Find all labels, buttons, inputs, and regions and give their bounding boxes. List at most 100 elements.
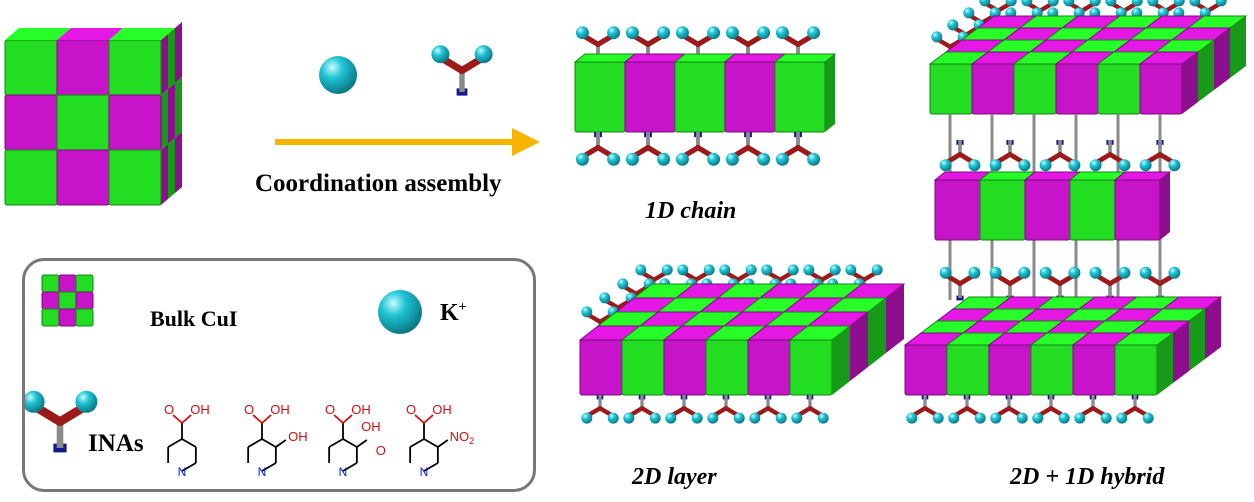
carboxyl-arm bbox=[964, 406, 981, 417]
carboxyl-arm bbox=[979, 14, 996, 25]
ina-linker bbox=[911, 395, 939, 417]
k-ion-sphere bbox=[575, 152, 589, 166]
cui-cube-face bbox=[674, 61, 726, 133]
nitrogen-atom: N bbox=[178, 465, 187, 479]
k-ion-sphere bbox=[1032, 412, 1044, 424]
ina-linker-reagent bbox=[440, 55, 484, 96]
ina-linker bbox=[682, 132, 714, 158]
k-ion-sphere bbox=[623, 412, 635, 424]
cui-cube-face bbox=[774, 61, 826, 133]
k-ion-sphere bbox=[1005, 0, 1017, 7]
ina-linker bbox=[995, 140, 1025, 165]
k-ion-sphere bbox=[979, 0, 991, 7]
carboxyl-arm bbox=[597, 313, 614, 324]
bond bbox=[181, 414, 192, 424]
carboxyl-arm bbox=[1037, 1, 1054, 14]
ring-bond bbox=[409, 438, 425, 448]
k-ion-sphere bbox=[963, 7, 975, 19]
carboxyl-arm bbox=[1107, 151, 1125, 165]
carboxyl-arm bbox=[1048, 406, 1065, 417]
bulk-cui-cube-face bbox=[56, 94, 110, 151]
k-ion-sphere bbox=[1047, 0, 1059, 7]
hydroxyl-group: OH bbox=[432, 402, 452, 417]
k-ion-sphere bbox=[625, 152, 639, 166]
cui-cube-face bbox=[971, 63, 1015, 115]
ina-linker bbox=[1095, 140, 1125, 165]
k-ion-sphere bbox=[775, 412, 787, 424]
k-ion-sphere bbox=[474, 45, 493, 64]
carboxyl-arm bbox=[1057, 273, 1075, 287]
k-ion-sphere bbox=[649, 412, 661, 424]
ring-bond bbox=[423, 438, 439, 448]
k-ion-sphere bbox=[725, 26, 739, 40]
k-ion-sphere bbox=[581, 306, 593, 318]
k-ion-sphere bbox=[1018, 159, 1031, 172]
carboxyl-arm bbox=[1057, 151, 1075, 165]
cube-side-face bbox=[1182, 52, 1198, 114]
carboxyl-arm bbox=[615, 299, 632, 310]
k-ion-sphere bbox=[1168, 266, 1181, 279]
k-ion-sphere bbox=[989, 266, 1002, 279]
k-ion-sphere bbox=[906, 412, 918, 424]
cui-cube-face bbox=[624, 61, 676, 133]
carboxyl-arm bbox=[795, 33, 814, 48]
nitro-group: NO2 bbox=[450, 429, 475, 446]
k-ion-sphere bbox=[1118, 266, 1131, 279]
k-ion-sphere bbox=[1189, 0, 1201, 7]
k-ion-sphere bbox=[1147, 0, 1159, 7]
ina-linker bbox=[628, 395, 656, 417]
ina-molecule-1 bbox=[167, 414, 197, 472]
carboxyl-arm bbox=[695, 145, 714, 158]
k-ion-sphere bbox=[1039, 159, 1052, 172]
ion-symbol: K bbox=[440, 300, 459, 326]
k-ion-sphere bbox=[775, 26, 789, 40]
cui-cube-face bbox=[1072, 344, 1116, 396]
k-ion-sphere bbox=[625, 26, 639, 40]
cube-side-face bbox=[886, 284, 904, 353]
k-ion-sphere bbox=[775, 152, 789, 166]
cui-cube-face bbox=[988, 344, 1032, 396]
bulk-cui-cube-face bbox=[108, 94, 162, 151]
ina-linker bbox=[796, 395, 824, 417]
carboxyl-arm bbox=[957, 151, 975, 165]
bulk-cui-side-face bbox=[175, 132, 182, 193]
bond bbox=[414, 414, 425, 424]
carboxyl-arm bbox=[861, 271, 878, 282]
k-ion-sphere bbox=[22, 390, 45, 413]
label-1d-chain: 1D chain bbox=[645, 198, 737, 224]
k-ion-sphere bbox=[725, 152, 739, 166]
carboxyl-arm bbox=[1007, 151, 1025, 165]
hydroxyl-group: OH bbox=[361, 419, 381, 434]
carboxyl-arm bbox=[922, 406, 939, 417]
k-ion-sphere bbox=[947, 19, 959, 31]
cube-side-face bbox=[1230, 16, 1246, 78]
cui-cube-face bbox=[663, 339, 707, 396]
cui-cube-face bbox=[946, 344, 990, 396]
oxygen-atom: O bbox=[406, 402, 416, 417]
cui-cube-face bbox=[1024, 179, 1071, 241]
bond bbox=[252, 414, 263, 424]
cube-side-face bbox=[1160, 172, 1170, 240]
carboxyl-arm bbox=[735, 271, 752, 282]
cui-cube-face bbox=[934, 179, 981, 241]
cui-cube-face bbox=[1097, 63, 1141, 115]
k-ion-sphere bbox=[932, 412, 944, 424]
ina-linker bbox=[1121, 395, 1149, 417]
k-ion-sphere bbox=[1168, 159, 1181, 172]
arrow-head-icon bbox=[512, 128, 540, 156]
k-ion-sphere bbox=[617, 278, 629, 290]
k-ion-sphere bbox=[749, 412, 761, 424]
cube-side-face bbox=[1214, 28, 1230, 90]
k-ion-sphere bbox=[1139, 159, 1152, 172]
k-ion-sphere bbox=[1021, 0, 1033, 7]
cube-side-face bbox=[825, 54, 835, 132]
k-ion-sphere bbox=[707, 412, 719, 424]
k-ion-sphere bbox=[990, 412, 1002, 424]
bulk-cui-side-face bbox=[161, 34, 168, 95]
carboxyl-arm bbox=[633, 285, 650, 296]
k-ion-sphere bbox=[1131, 0, 1143, 7]
ina-linker bbox=[582, 132, 614, 158]
ina-linker bbox=[1145, 140, 1175, 165]
